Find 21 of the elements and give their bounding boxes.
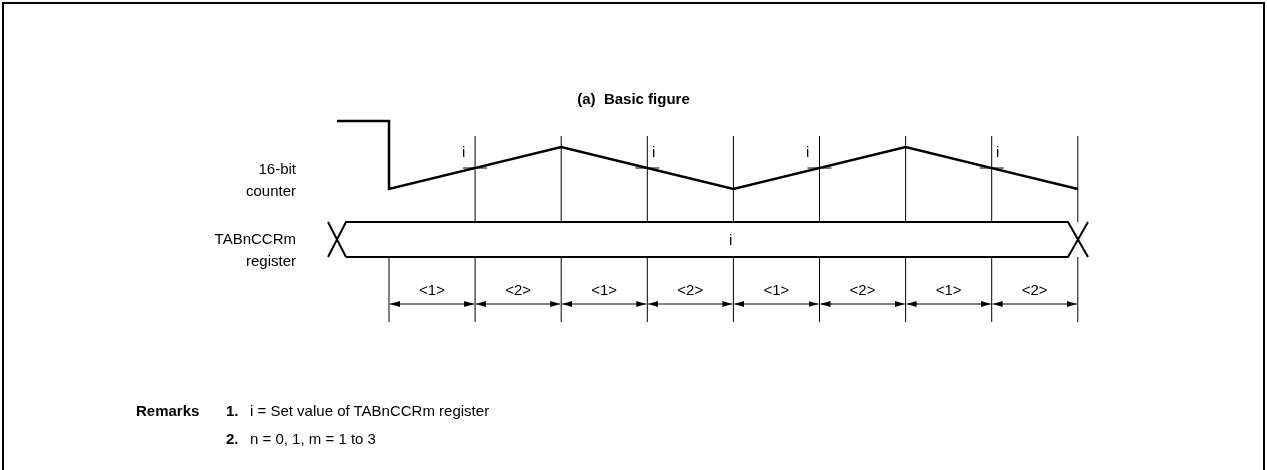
- note-number: 1.: [226, 401, 239, 421]
- note-text: i = Set value of TABnCCRm register: [250, 401, 490, 421]
- signal-label: TABnCCRm register: [213, 229, 296, 271]
- signal-label: 16-bit counter: [244, 159, 296, 201]
- figure-title: (a) Basic figure: [576, 89, 691, 109]
- note-text: n = 0, 1, m = 1 to 3: [250, 429, 376, 449]
- interval-label: <1>: [418, 280, 446, 300]
- remarks-heading: Remarks: [136, 401, 200, 421]
- interval-label: <2>: [848, 280, 877, 300]
- interval-label: <2>: [504, 280, 533, 300]
- interval-label: <2>: [1020, 280, 1049, 300]
- interval-label: <2>: [676, 280, 705, 300]
- interval-label: <1>: [590, 280, 619, 300]
- value-mark: i: [462, 142, 466, 162]
- interval-label: <1>: [934, 280, 963, 300]
- value-mark: i: [996, 142, 1000, 162]
- interval-label: <1>: [762, 280, 791, 300]
- value-mark: i: [729, 230, 733, 250]
- value-mark: i: [652, 142, 656, 162]
- note-number: 2.: [226, 429, 239, 449]
- value-mark: i: [806, 142, 810, 162]
